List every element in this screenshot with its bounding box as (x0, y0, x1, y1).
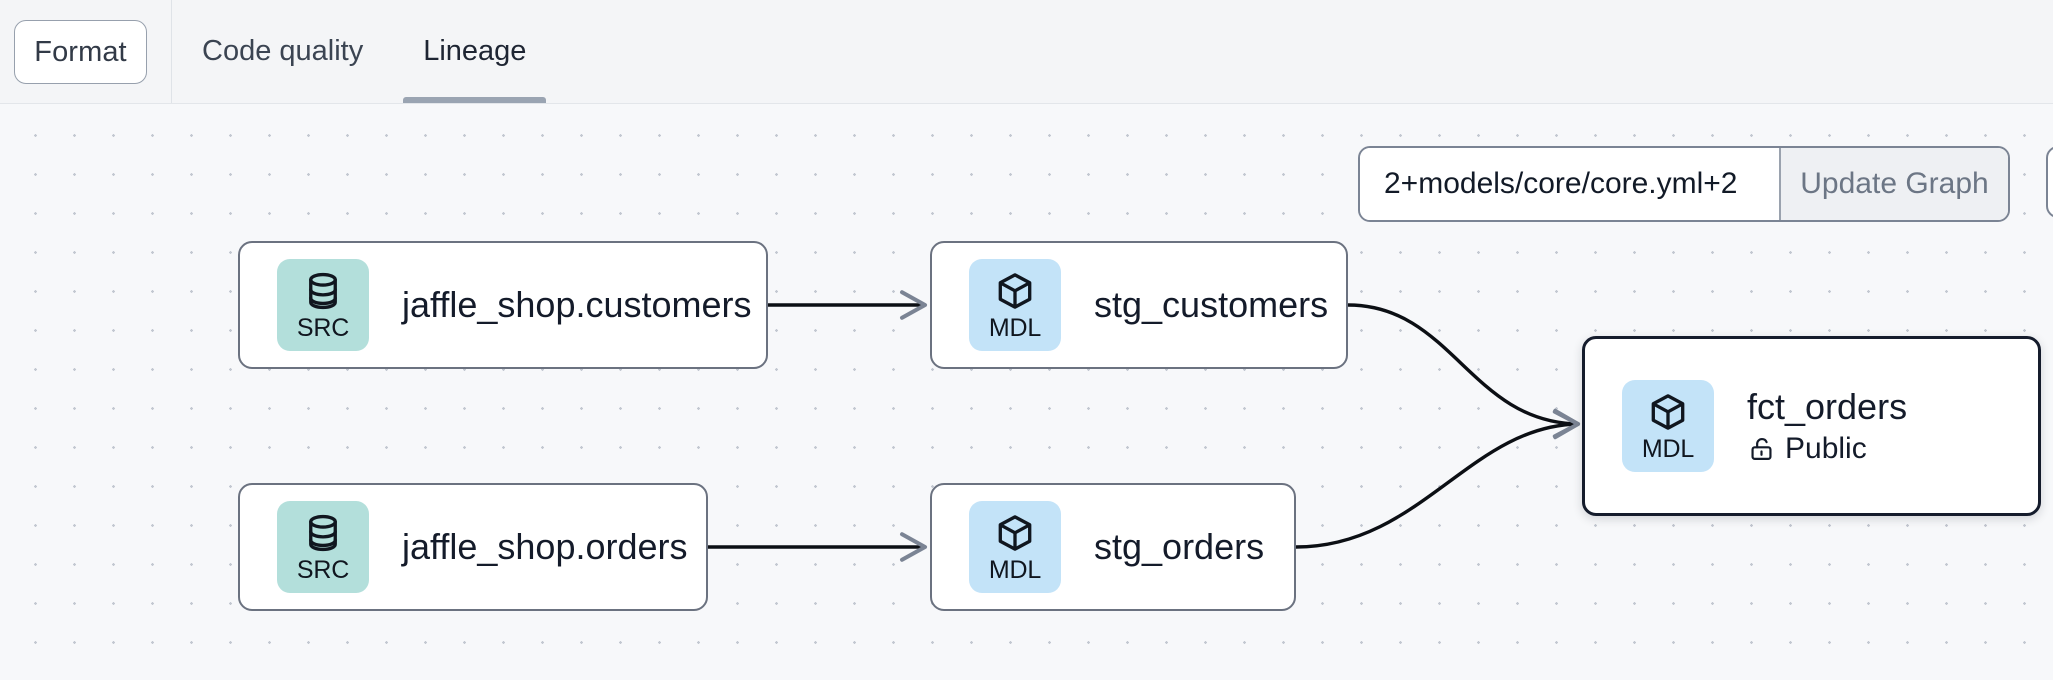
lineage-node-jaffle-shop-customers[interactable]: SRC jaffle_shop.customers (238, 241, 768, 369)
unlock-icon (1751, 438, 1772, 461)
node-body: jaffle_shop.orders (402, 526, 688, 568)
tab-code-quality[interactable]: Code quality (172, 0, 393, 103)
database-icon (309, 272, 337, 309)
cube-icon (1651, 393, 1685, 430)
node-access-row: Public (1747, 432, 1907, 466)
node-body: stg_orders (1094, 526, 1264, 568)
graph-controls: Update Graph (1358, 146, 2010, 222)
edge-stg-customers-to-fct-orders (1347, 303, 1581, 439)
node-badge-label: SRC (296, 313, 350, 342)
node-badge-label: MDL (988, 555, 1042, 584)
cube-icon (998, 514, 1032, 551)
node-badge-mdl: MDL (969, 501, 1061, 593)
tab-lineage[interactable]: Lineage (393, 0, 556, 103)
node-body: stg_customers (1094, 284, 1328, 326)
toolbar-left-section: Format (0, 0, 172, 103)
side-panel-stub[interactable] (2046, 146, 2053, 218)
node-badge-mdl: MDL (969, 259, 1061, 351)
node-badge-src: SRC (277, 501, 369, 593)
cube-icon (998, 272, 1032, 309)
format-button[interactable]: Format (14, 20, 147, 84)
lineage-node-stg-customers[interactable]: MDL stg_customers (930, 241, 1348, 369)
lineage-canvas[interactable]: SRC jaffle_shop.customers SRC jaffle_sho… (0, 104, 2053, 680)
lineage-node-jaffle-shop-orders[interactable]: SRC jaffle_shop.orders (238, 483, 708, 611)
node-title: jaffle_shop.customers (402, 284, 752, 326)
lineage-node-stg-orders[interactable]: MDL stg_orders (930, 483, 1296, 611)
node-body: jaffle_shop.customers (402, 284, 752, 326)
tab-bar: Code quality Lineage (172, 0, 556, 103)
node-title: stg_orders (1094, 526, 1265, 568)
node-body: fct_orders Public (1747, 386, 1907, 466)
node-badge-label: SRC (296, 555, 350, 584)
tab-lineage-label: Lineage (423, 35, 527, 67)
node-badge-label: MDL (988, 313, 1042, 342)
node-title: jaffle_shop.orders (402, 526, 688, 568)
node-title: fct_orders (1747, 386, 1908, 428)
tab-code-quality-label: Code quality (202, 35, 364, 67)
update-graph-button[interactable]: Update Graph (1779, 148, 2008, 220)
top-toolbar: Format Code quality Lineage (0, 0, 2053, 104)
node-title: stg_customers (1094, 284, 1329, 326)
node-badge-mdl: MDL (1622, 380, 1714, 472)
node-badge-label: MDL (1641, 434, 1695, 463)
database-icon (309, 514, 337, 551)
graph-selector-input[interactable] (1360, 148, 1779, 220)
lineage-node-fct-orders[interactable]: MDL fct_orders Public (1582, 336, 2041, 516)
edge-stg-orders-to-fct-orders (1295, 409, 1581, 549)
node-access-label: Public (1785, 431, 1867, 465)
node-badge-src: SRC (277, 259, 369, 351)
